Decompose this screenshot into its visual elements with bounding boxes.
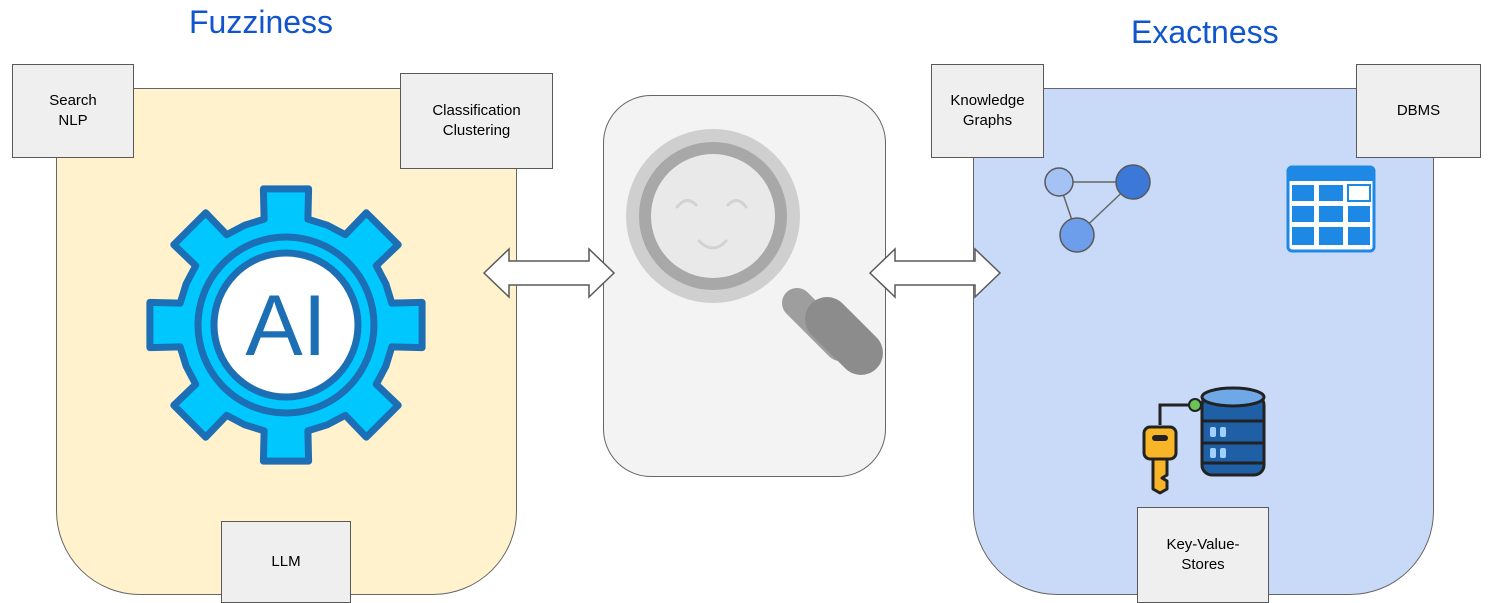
right-double-arrow-icon [868, 247, 1002, 299]
exactness-title: Exactness [1131, 14, 1279, 50]
key-database-icon [1142, 386, 1266, 495]
dbms-box: DBMS [1356, 64, 1481, 158]
llm-box: LLM [221, 521, 351, 603]
knowledge-graph-icon [1044, 164, 1151, 253]
search-nlp-box: Search NLP [12, 64, 134, 158]
table-icon [1286, 165, 1376, 253]
knowledge-graphs-box: Knowledge Graphs [931, 64, 1044, 158]
key-value-stores-box: Key-Value- Stores [1137, 507, 1269, 603]
fuzziness-title: Fuzziness [189, 4, 334, 40]
left-double-arrow-icon [482, 247, 616, 299]
classification-clustering-box: Classification Clustering [400, 73, 553, 169]
ai-icon-text: AI [245, 278, 326, 374]
magnifier-icon [626, 129, 883, 375]
ai-gear-icon: AI [146, 185, 426, 465]
